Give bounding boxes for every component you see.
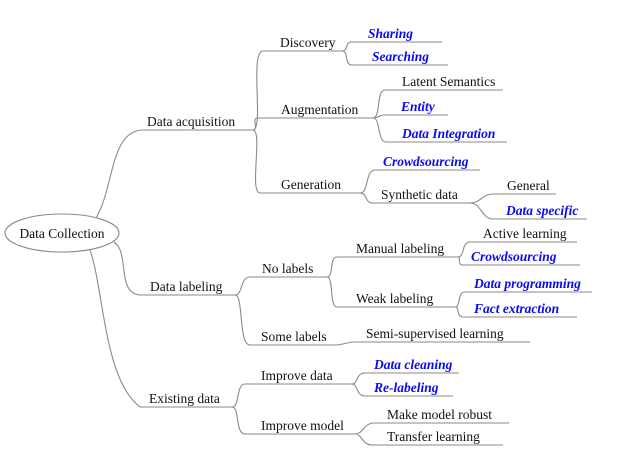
node-underlines [140, 41, 592, 446]
node-fact-extraction: Fact extraction [474, 301, 560, 316]
node-data-programming: Data programming [474, 276, 581, 291]
node-no-labels: No labels [262, 261, 314, 276]
node-make-model-robust: Make model robust [387, 407, 492, 422]
node-existing-data: Existing data [149, 391, 220, 406]
node-synthetic-data: Synthetic data [381, 187, 458, 202]
node-generation: Generation [281, 177, 341, 192]
node-semi-supervised-learning: Semi-supervised learning [366, 326, 504, 341]
node-general: General [507, 178, 550, 193]
node-data-acquisition: Data acquisition [147, 114, 236, 129]
node-some-labels: Some labels [261, 329, 327, 344]
node-augmentation: Augmentation [281, 102, 359, 117]
node-discovery: Discovery [280, 35, 336, 50]
node-improve-model: Improve model [261, 418, 344, 433]
node-sharing: Sharing [368, 26, 414, 41]
root-ellipse [4, 213, 120, 253]
node-data-labeling: Data labeling [150, 279, 223, 294]
node-data-cleaning: Data cleaning [374, 357, 453, 372]
node-active-learning: Active learning [483, 226, 567, 241]
node-weak-labeling: Weak labeling [356, 291, 434, 306]
node-crowdsourcing-generation: Crowdsourcing [383, 154, 469, 169]
node-latent-semantics: Latent Semantics [402, 74, 496, 89]
node-searching: Searching [372, 49, 430, 64]
node-manual-labeling: Manual labeling [356, 241, 445, 256]
branch-connectors [89, 41, 494, 446]
node-entity: Entity [401, 99, 435, 114]
node-data-integration: Data Integration [402, 126, 496, 141]
node-data-collection: Data Collection [19, 226, 105, 241]
node-crowdsourcing-labeling: Crowdsourcing [471, 249, 557, 264]
node-re-labeling: Re-labeling [374, 380, 439, 395]
node-transfer-learning: Transfer learning [387, 429, 480, 444]
node-data-specific: Data specific [506, 203, 579, 218]
node-improve-data: Improve data [261, 368, 333, 383]
